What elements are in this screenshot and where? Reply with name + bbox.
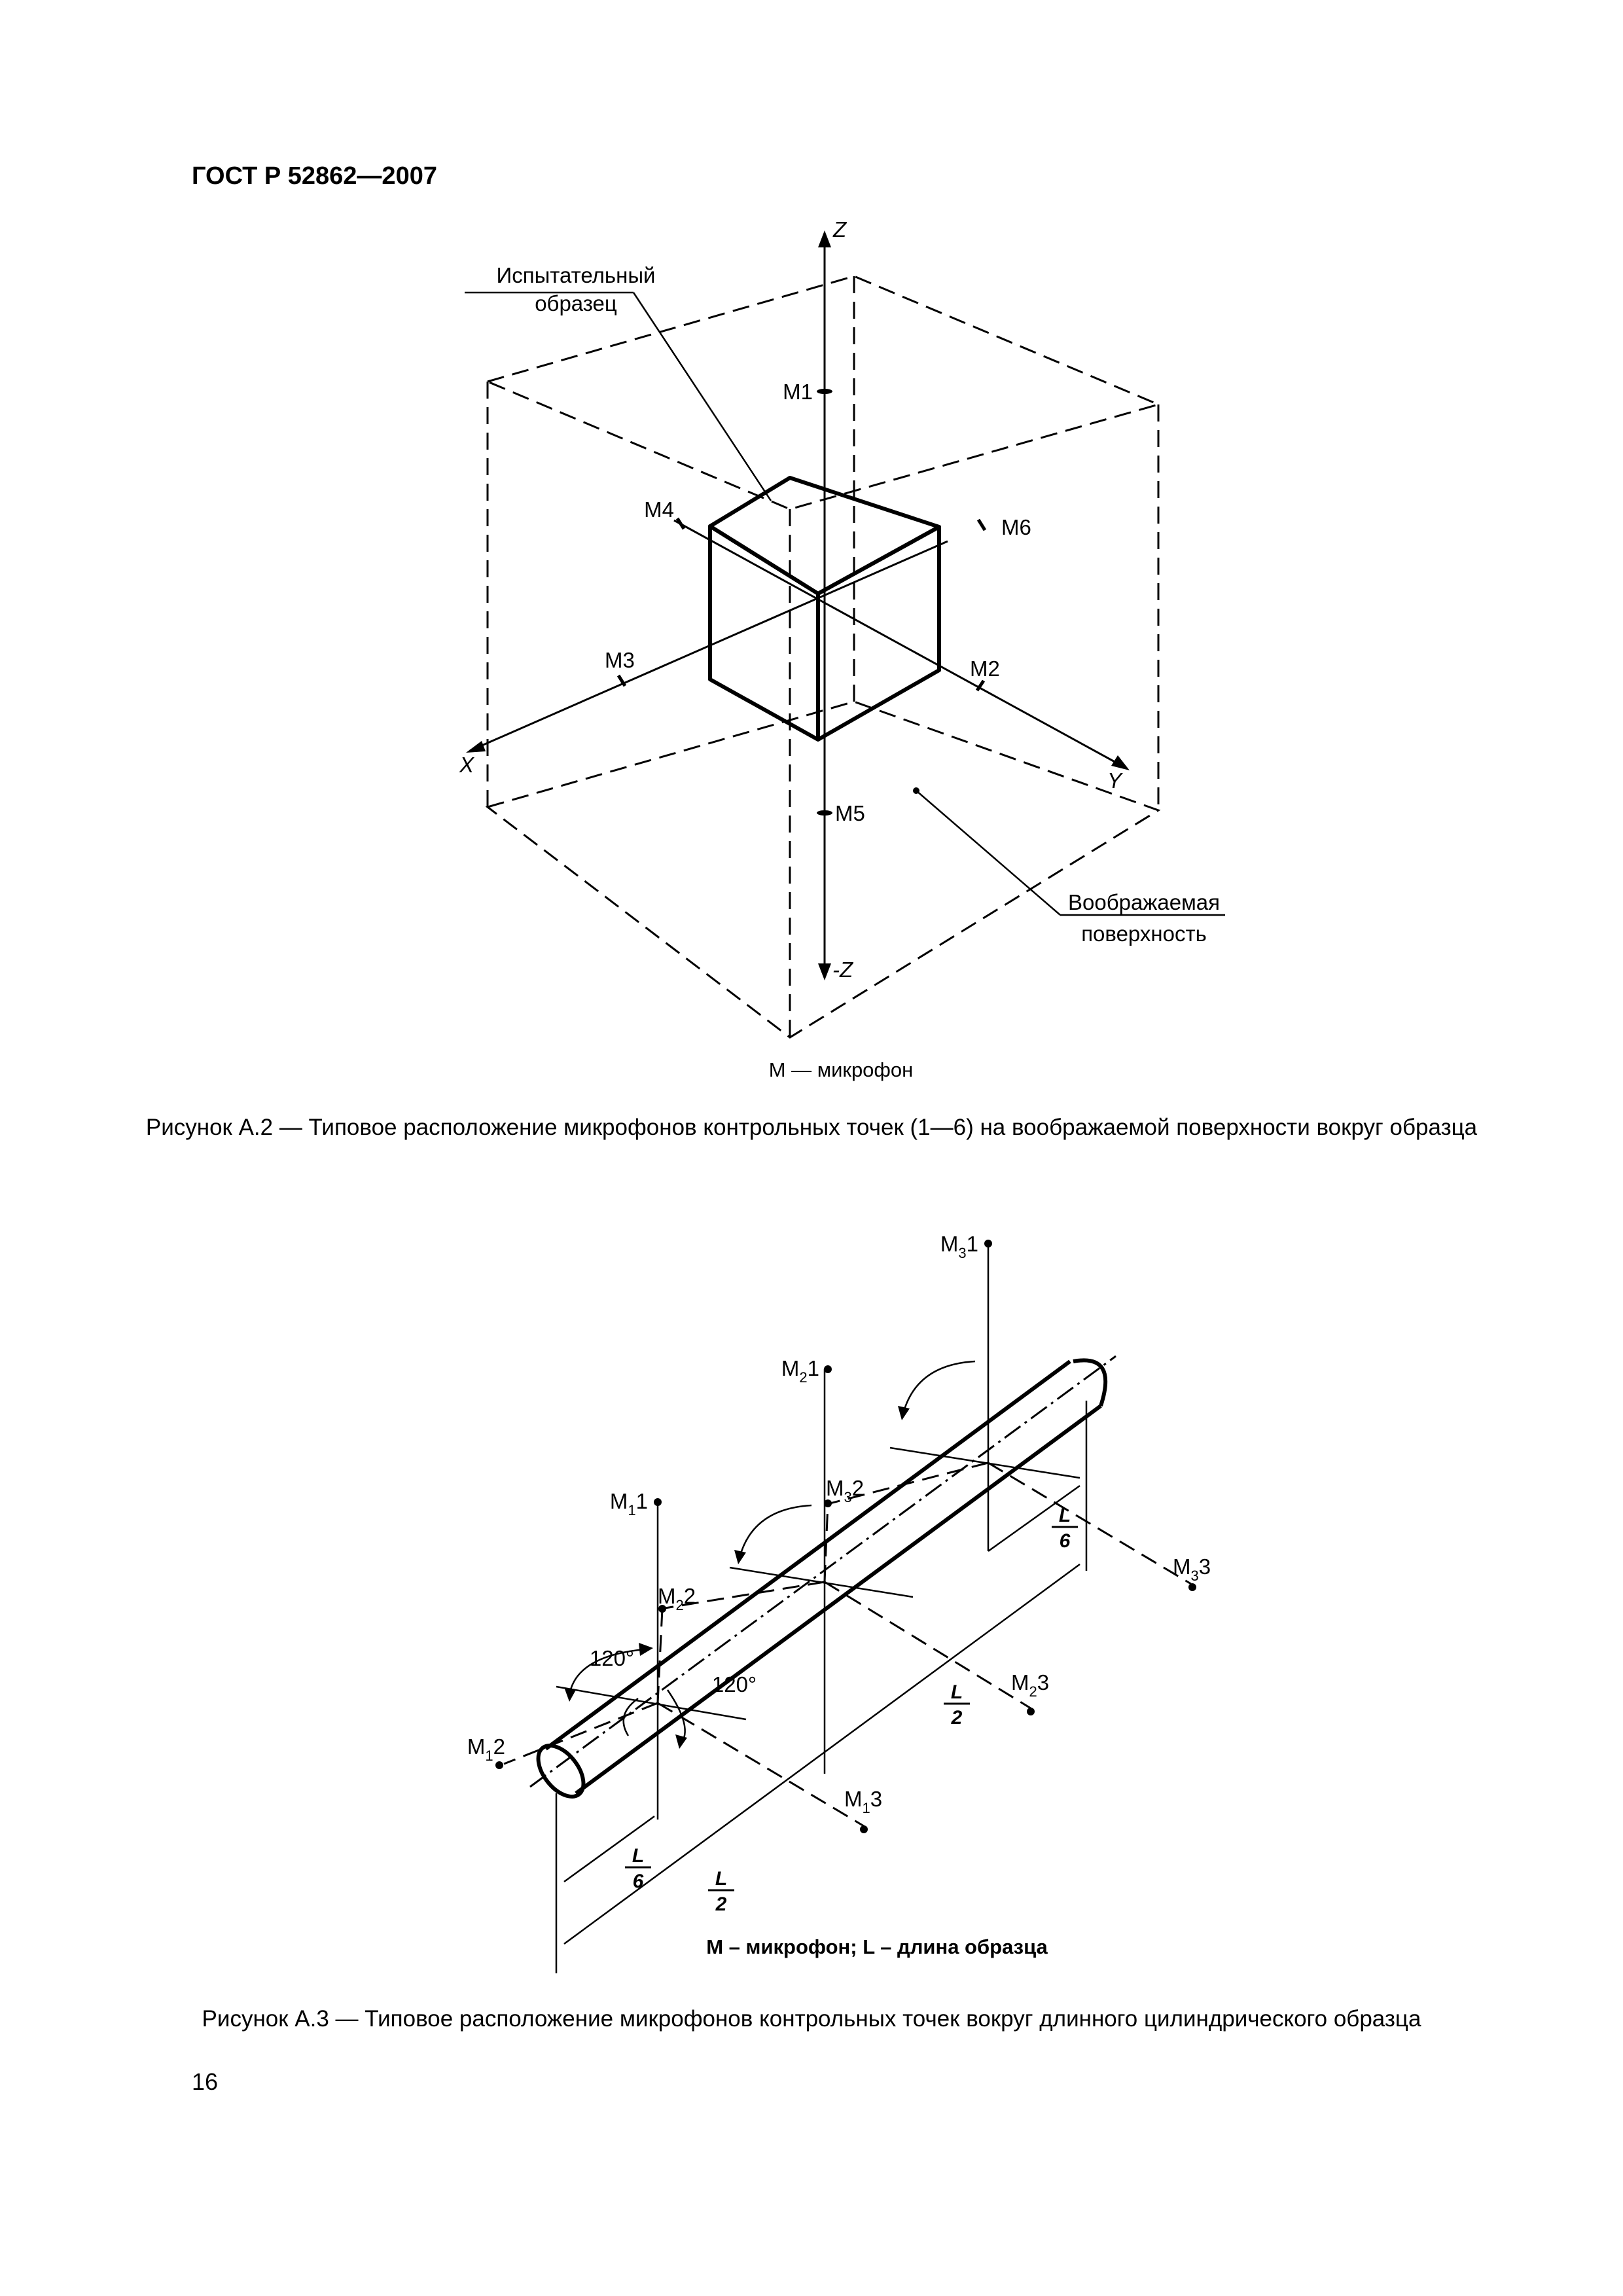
svg-text:М1: М1 xyxy=(783,380,813,404)
svg-text:6: 6 xyxy=(1060,1530,1071,1552)
svg-text:L: L xyxy=(1059,1505,1071,1526)
dim-half-middle: L 2 xyxy=(944,1681,970,1729)
svg-text:М2: М2 xyxy=(970,656,1000,681)
surface-label-line2: поверхность xyxy=(1081,922,1207,946)
mic-label-m3-2: M32 xyxy=(826,1476,864,1505)
specimen-label-line2: образец xyxy=(535,291,617,315)
dim-sixth-bottom: L 6 xyxy=(625,1845,651,1892)
figure-a3-legend: М – микрофон; L – длина образца xyxy=(706,1935,1048,1958)
svg-text:M32: M32 xyxy=(826,1476,864,1505)
svg-text:M22: M22 xyxy=(658,1584,696,1613)
mic-label-m2-2: M22 xyxy=(658,1584,696,1613)
svg-text:M13: M13 xyxy=(844,1787,882,1816)
figure-a2-legend: М — микрофон xyxy=(769,1058,914,1081)
mic-m3: М3 xyxy=(605,648,635,687)
angle-label-right: 120° xyxy=(712,1672,757,1696)
mic-m2: М2 xyxy=(970,656,1000,692)
figure-a2-caption: Рисунок А.2 — Типовое расположение микро… xyxy=(145,1115,1478,1140)
axis-y xyxy=(673,519,1130,770)
figure-a3-caption: Рисунок А.3 — Типовое расположение микро… xyxy=(202,2006,1421,2032)
dimension-lines xyxy=(555,1401,1088,1973)
svg-text:M31: M31 xyxy=(940,1232,978,1261)
station-3-lines xyxy=(829,1240,1196,1591)
page-number: 16 xyxy=(192,2068,219,2095)
svg-text:M21: M21 xyxy=(781,1356,819,1386)
mic-label-m3-1: M31 xyxy=(940,1232,978,1261)
surface-label: Воображаемая поверхность xyxy=(913,787,1225,946)
mic-m6: М6 xyxy=(976,515,1031,539)
dim-half-bottom: L 2 xyxy=(708,1868,734,1915)
axis-x-label: X xyxy=(459,753,475,777)
svg-text:М3: М3 xyxy=(605,648,635,672)
station-1-lines xyxy=(495,1498,868,1833)
axis-x xyxy=(466,540,948,753)
axis-z-label: Z xyxy=(832,217,847,242)
mic-m1: М1 xyxy=(783,380,832,404)
angle-label-left: 120° xyxy=(590,1646,634,1670)
svg-text:М5: М5 xyxy=(835,801,865,825)
station-2-lines xyxy=(660,1365,1035,1774)
figure-a3-diagram: L 6 L 2 L 2 L 6 120° 120° M31 M21 xyxy=(467,1232,1211,1973)
svg-text:L: L xyxy=(951,1681,963,1703)
mic-m4: М4 xyxy=(644,497,686,530)
figure-a2-diagram: Испытательный образец Воображаемая повер… xyxy=(459,217,1225,1081)
svg-text:L: L xyxy=(632,1845,644,1867)
specimen-label: Испытательный образец xyxy=(465,263,772,501)
mic-m5: М5 xyxy=(817,801,865,825)
svg-text:M12: M12 xyxy=(467,1734,505,1764)
mic-label-m1-3: M13 xyxy=(844,1787,882,1816)
mic-label-m3-3: M33 xyxy=(1173,1554,1211,1584)
svg-text:M11: M11 xyxy=(610,1489,648,1518)
specimen-label-line1: Испытательный xyxy=(496,263,655,287)
svg-text:2: 2 xyxy=(951,1707,963,1729)
test-specimen-cube xyxy=(708,476,941,742)
svg-text:М4: М4 xyxy=(644,497,674,522)
standard-header: ГОСТ Р 52862—2007 xyxy=(192,162,437,190)
mic-label-m2-1: M21 xyxy=(781,1356,819,1386)
svg-text:L: L xyxy=(715,1868,727,1890)
axis-y-label: Y xyxy=(1107,768,1123,793)
imaginary-surface-box xyxy=(484,275,1162,1039)
svg-text:M23: M23 xyxy=(1011,1670,1049,1700)
svg-text:М6: М6 xyxy=(1001,515,1031,539)
axis-z xyxy=(818,230,831,980)
svg-text:M33: M33 xyxy=(1173,1554,1211,1584)
mic-label-m2-3: M23 xyxy=(1011,1670,1049,1700)
mic-label-m1-1: M11 xyxy=(610,1489,648,1518)
cylinder-specimen xyxy=(529,1355,1116,1799)
axis-minus-z-label: -Z xyxy=(832,958,854,982)
svg-text:6: 6 xyxy=(633,1871,644,1892)
surface-label-line1: Воображаемая xyxy=(1068,890,1220,914)
svg-text:2: 2 xyxy=(715,1893,727,1915)
mic-label-m1-2: M12 xyxy=(467,1734,505,1764)
dim-sixth-top: L 6 xyxy=(1052,1505,1078,1552)
